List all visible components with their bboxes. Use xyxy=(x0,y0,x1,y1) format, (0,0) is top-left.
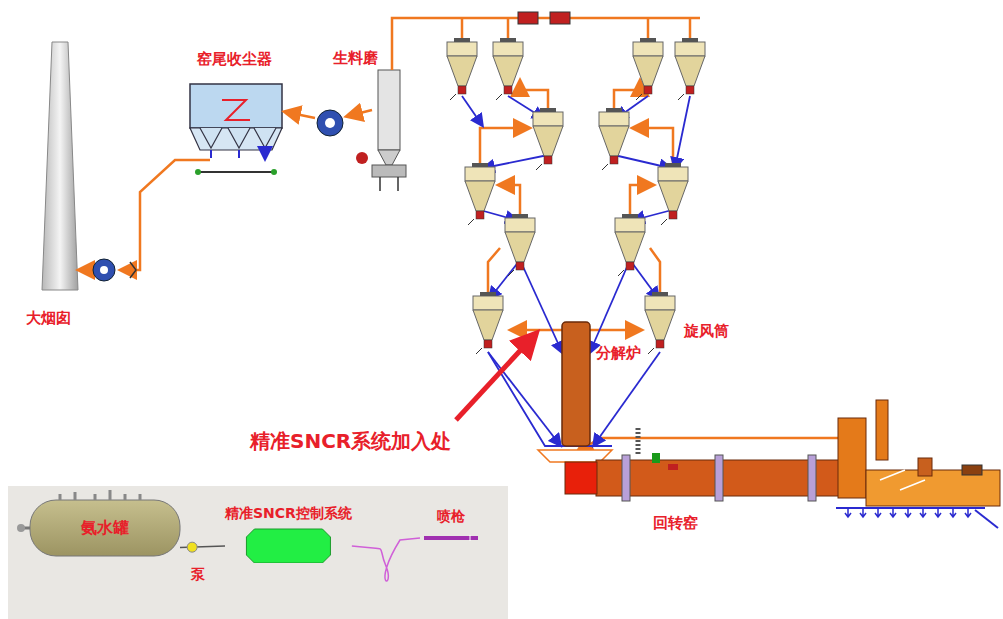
node-text: 氨水罐 xyxy=(81,518,129,539)
part-label: 生料磨 xyxy=(333,49,378,68)
raw-mill xyxy=(378,70,400,150)
cyclone-group xyxy=(447,38,705,354)
part-label: 窑尾收尘器 xyxy=(197,50,272,69)
chimney xyxy=(42,42,78,290)
tank-node: 氨水罐 xyxy=(30,500,180,556)
part-label: 分解炉 xyxy=(596,344,641,363)
fan xyxy=(93,259,115,281)
part-label: 泵 xyxy=(191,566,205,584)
node-text: 喷枪 xyxy=(420,508,482,526)
pump-symbol xyxy=(187,542,197,552)
part-label: 回转窑 xyxy=(653,514,698,533)
control-box: 精准SNCR控制系统 xyxy=(225,505,352,563)
part-label: 旋风筒 xyxy=(684,322,729,341)
fan xyxy=(317,110,343,136)
part-label: 大烟囱 xyxy=(26,309,71,328)
pointer-arrow xyxy=(456,340,530,420)
inset-panel xyxy=(8,486,508,619)
spray-gun: 喷枪 xyxy=(420,508,482,548)
dust-collector xyxy=(190,84,282,128)
part-label: 精准SNCR系统加入处 xyxy=(250,428,451,455)
tank-body xyxy=(30,500,180,556)
pipe-line xyxy=(352,538,420,581)
calciner xyxy=(562,322,590,446)
cooler xyxy=(838,418,866,498)
node-text: 精准SNCR控制系统 xyxy=(225,505,352,523)
